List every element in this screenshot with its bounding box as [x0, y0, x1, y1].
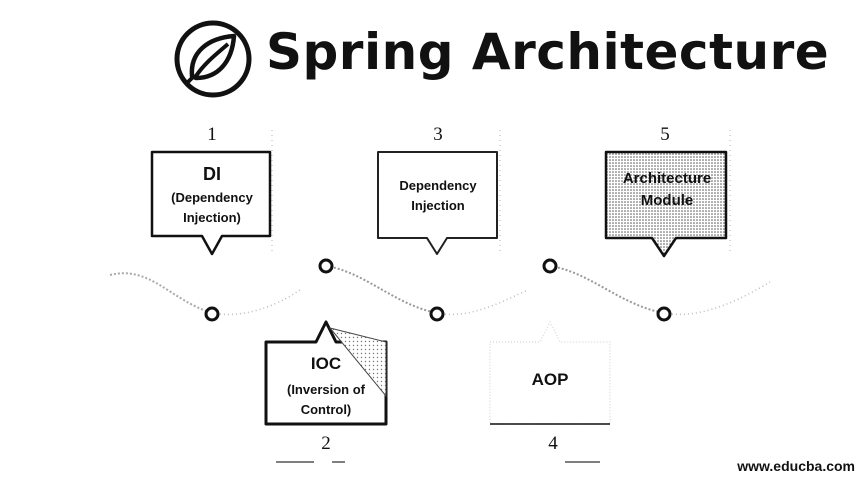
step-2-text: IOC (Inversion of Control): [266, 354, 386, 420]
spring-leaf-icon: [172, 18, 254, 100]
step-2-sublabel: (Inversion of Control): [286, 382, 365, 417]
step-2-fold: [328, 327, 387, 398]
step-1-box: [150, 150, 272, 256]
step-5-text: Architecture Module: [612, 168, 722, 212]
step-1-text: DI (Dependency Injection): [152, 164, 272, 228]
step-1-number: 1: [207, 124, 217, 145]
node-3: [429, 306, 445, 322]
step-5-label: Architecture Module: [622, 170, 712, 209]
step-1-sublabel: (Dependency Injection): [171, 190, 253, 225]
step-4-text: AOP: [490, 370, 610, 390]
step-2-number: 2: [321, 433, 331, 454]
step-3-number: 3: [433, 124, 443, 145]
node-1: [204, 306, 220, 322]
step-4-label: AOP: [531, 370, 569, 389]
step-4-box: [489, 321, 611, 425]
step-2-label: IOC: [310, 354, 342, 373]
step-5-number: 5: [660, 124, 670, 145]
step-3-label: Dependency Injection: [399, 178, 477, 213]
node-5: [656, 306, 672, 322]
step-3-text: Dependency Injection: [388, 176, 488, 216]
step-4-number: 4: [548, 433, 558, 454]
step-5-box: [604, 150, 728, 258]
step-3-box: [377, 151, 498, 255]
page-title: Spring Architecture: [266, 23, 830, 81]
node-2: [318, 258, 334, 274]
website-credit: www.educba.com: [737, 458, 855, 474]
step-1-label: DI: [203, 164, 221, 184]
node-4: [542, 258, 558, 274]
